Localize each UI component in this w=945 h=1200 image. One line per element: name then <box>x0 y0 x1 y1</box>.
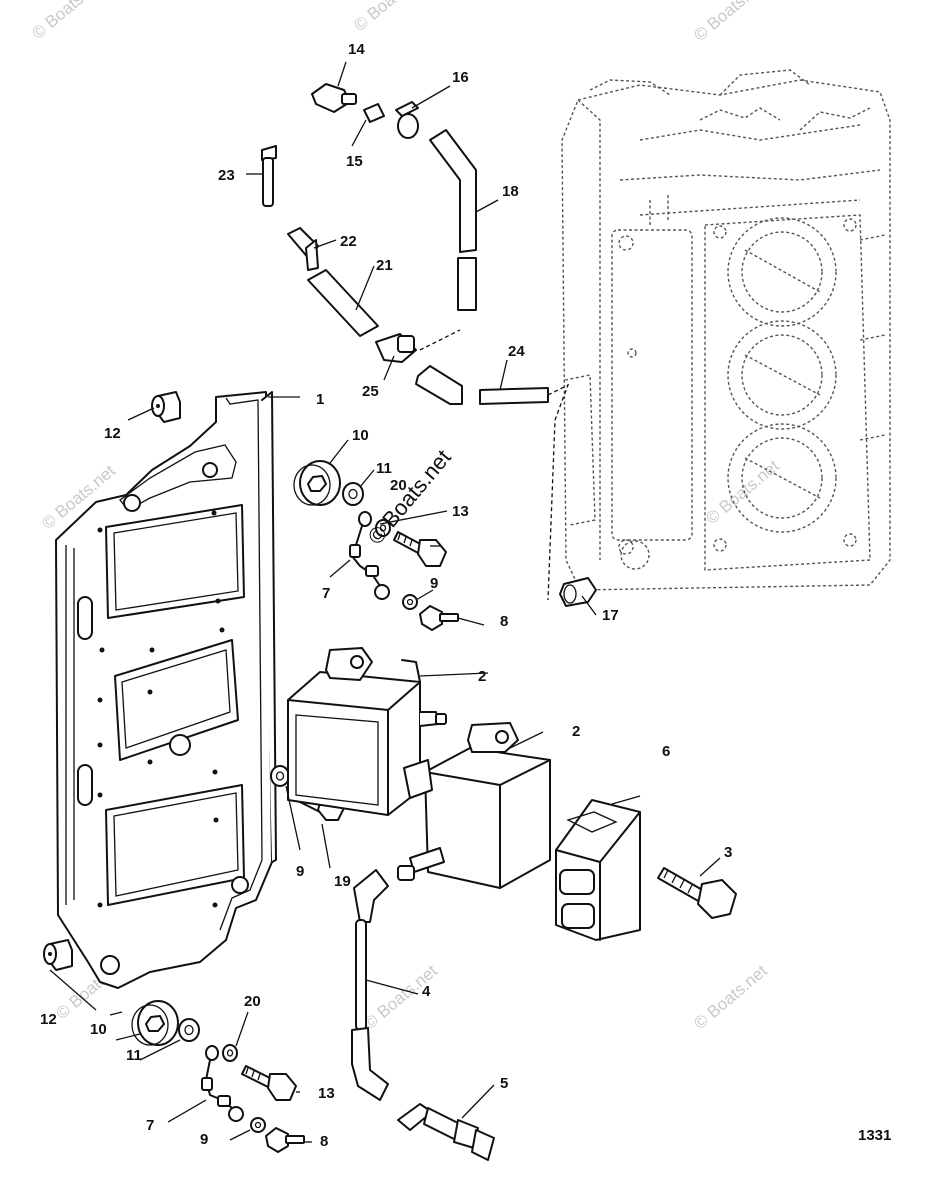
screw-8-lower <box>265 1127 305 1153</box>
watermark: © Boats.net <box>690 961 771 1033</box>
hose-24 <box>415 365 549 405</box>
callout-label: 14 <box>348 41 365 58</box>
callout-label: 1 <box>316 391 324 408</box>
bushing-upper <box>293 460 341 506</box>
tee-25 <box>375 333 417 363</box>
screw-13-upper <box>393 531 447 567</box>
callout-label: 23 <box>218 167 235 184</box>
fitting-17 <box>559 577 597 607</box>
callout-label: 3 <box>724 844 732 861</box>
hose-21 <box>307 269 379 337</box>
spark-plug-lead <box>351 869 389 1101</box>
bolt-3 <box>657 867 737 919</box>
callout-label: 13 <box>452 503 469 520</box>
callout-label: 19 <box>334 873 351 890</box>
sensor-14 <box>311 83 357 113</box>
hose-routing-line <box>419 329 461 351</box>
callout-label: 16 <box>452 69 469 86</box>
callout-label: 2 <box>572 723 580 740</box>
grommet-lower <box>43 939 73 971</box>
callout-label: 12 <box>104 425 121 442</box>
callout-label: 22 <box>340 233 357 250</box>
callout-label: 10 <box>90 1021 107 1038</box>
screw-13-lower <box>241 1065 297 1101</box>
callout-label: 15 <box>346 153 363 170</box>
ground-wire-upper <box>349 511 390 600</box>
spark-plug <box>397 1103 495 1161</box>
ground-wire-lower <box>201 1045 244 1122</box>
watermark: © Boats.net <box>28 0 109 43</box>
callout-label: 13 <box>318 1085 335 1102</box>
pin-23 <box>261 145 277 207</box>
callout-label: 5 <box>500 1075 508 1092</box>
watermark: © Boats.net <box>350 0 431 35</box>
callout-label: 9 <box>296 863 304 880</box>
callout-label: 7 <box>322 585 330 602</box>
callout-label: 20 <box>390 477 407 494</box>
hose-routing-line <box>547 383 570 601</box>
callout-labels: 1 2 2 3 4 5 6 7 7 8 8 9 9 9 10 10 11 11 … <box>40 41 732 1150</box>
callout-label: 25 <box>362 383 379 400</box>
mounting-plate <box>55 391 277 989</box>
watermark: © Boats.net <box>702 456 783 528</box>
ignition-coil-upper <box>287 647 447 816</box>
fitting-22 <box>287 227 319 271</box>
figure-number: 1331 <box>858 1127 891 1144</box>
callout-label: 9 <box>200 1131 208 1148</box>
washer-lower <box>178 1018 200 1042</box>
engine-block-outline <box>561 69 891 591</box>
bushing-lower <box>131 1000 179 1046</box>
washer-20-lower <box>222 1044 238 1062</box>
washer-9-upper <box>402 594 418 610</box>
ignition-coil-lower <box>397 722 551 889</box>
callout-label: 17 <box>602 607 619 624</box>
leader-lines <box>49 61 721 1143</box>
watermark: © Boats.net <box>690 0 771 45</box>
washer-9-lower <box>250 1117 266 1133</box>
bracket-6 <box>555 799 641 941</box>
callout-label: 8 <box>320 1133 328 1150</box>
callout-label: 9 <box>430 575 438 592</box>
callout-label: 12 <box>40 1011 57 1028</box>
callout-label: 8 <box>500 613 508 630</box>
callout-label: 18 <box>502 183 519 200</box>
washer-9-middle <box>270 765 290 787</box>
callout-label: 2 <box>478 668 486 685</box>
screw-8-upper <box>419 605 459 631</box>
callout-label: 6 <box>662 743 670 760</box>
washer-20-upper <box>375 519 391 537</box>
washer-upper <box>342 482 364 506</box>
clamp-16 <box>395 101 419 139</box>
hose-18 <box>429 129 477 311</box>
callout-label: 11 <box>126 1047 142 1064</box>
callout-label: 24 <box>508 343 525 360</box>
callout-label: 7 <box>146 1117 154 1134</box>
grommet-upper <box>151 391 181 423</box>
callout-label: 4 <box>422 983 431 1000</box>
callout-label: 21 <box>376 257 393 274</box>
callout-label: 10 <box>352 427 369 444</box>
fitting-15 <box>363 103 385 123</box>
callout-label: 11 <box>376 460 392 477</box>
callout-label: 20 <box>244 993 261 1010</box>
